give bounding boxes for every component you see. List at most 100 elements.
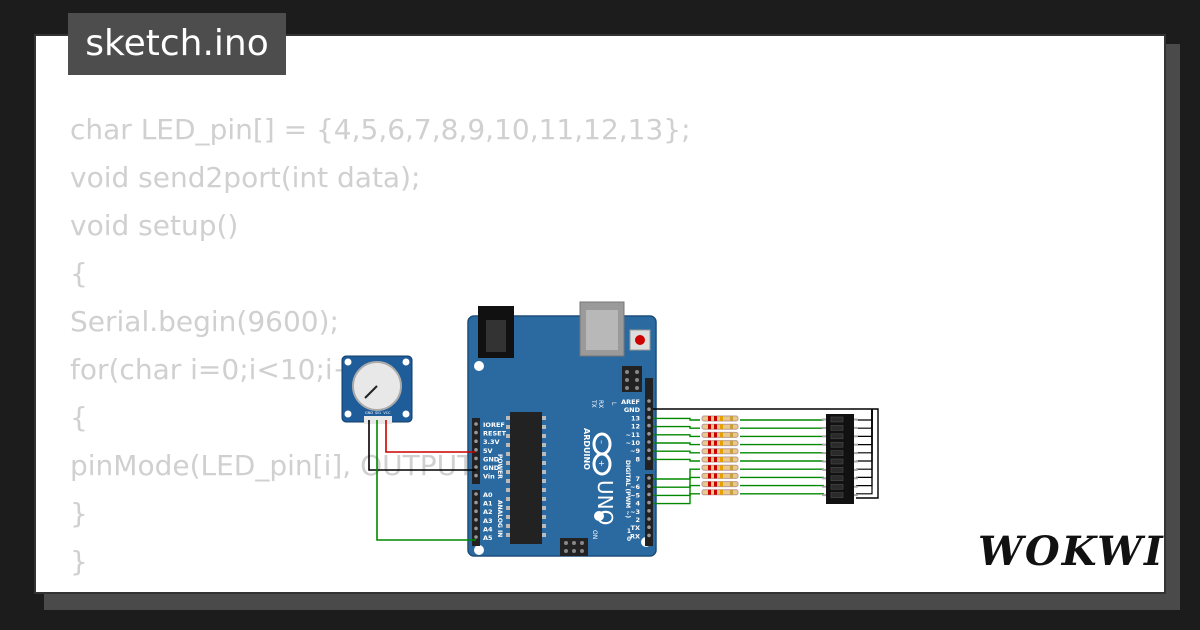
signal-wire [653,442,700,446]
pin-label: RX [630,532,640,540]
cathode-wire [856,409,873,478]
pin-label: 2 [635,516,640,524]
resistor [701,472,739,479]
on-led-label: ON [591,530,598,539]
signal-wire [653,493,700,505]
led-wires [653,408,879,505]
signal-wire [653,425,700,429]
icsp-header-2 [560,538,588,556]
pin-label: 5V [483,447,493,455]
atmega-chip [506,412,546,544]
led-segment [830,475,844,482]
resistor-array [701,415,739,496]
pin-label: Vin [483,473,495,481]
pin-label: ~10 [626,439,641,447]
pin-label: 1 [627,528,631,535]
led-segment [830,425,844,431]
file-title-tab: sketch.ino [68,13,286,75]
signal-wire [653,468,700,480]
pin-label: A5 [483,534,493,542]
pin-label: 4 [635,500,640,508]
signal-wire [653,484,700,497]
signal-wire [653,458,700,462]
pin-label: ~3 [630,508,640,516]
cathode-wire [856,409,873,446]
led-bar-graph [822,414,858,504]
resistor [701,431,739,438]
pin-label: 13 [631,414,640,422]
analog-header-label: ANALOG IN [496,500,503,537]
brand-label: ARDUINO [582,428,591,470]
led-segment [830,416,844,423]
gnd-wire [653,408,879,499]
led-segment [830,450,844,456]
potentiometer-pin-label: SIG [375,411,381,415]
pin-label: ~9 [630,447,640,455]
pin-label: ~6 [630,483,640,491]
pin-label: A1 [483,500,493,508]
code-line: Serial.begin(9600); [70,305,339,338]
signal-wire [653,434,700,438]
code-line: void setup() [70,209,239,242]
power-header-label: POWER [496,454,503,479]
signal-wire [653,476,700,488]
cathode-wire [856,409,873,470]
pin-label: A2 [483,508,493,516]
potentiometer-pin-label: VCC [383,411,391,415]
resistor [701,456,739,463]
pin-label: ~5 [630,491,640,499]
code-line: { [70,401,88,434]
pin-label: ~11 [626,431,641,439]
tx-led-label: TX [590,399,597,408]
model-label: UNO [593,480,617,525]
pin-label: GND [624,406,641,414]
potentiometer-pin-label: GND [365,411,373,415]
resistor [701,489,739,496]
pin-label: AREF [621,398,640,406]
resistor [701,415,739,422]
code-line: { [70,257,88,290]
pin-label: 8 [635,455,640,463]
rx-led-label: RX [597,400,604,408]
l-led-label: L [610,402,617,406]
code-line: } [70,497,88,530]
pin-label: IOREF [483,421,505,429]
pin-label: GND [483,455,500,463]
cathode-wire [856,409,873,437]
potentiometer-wires [368,420,476,541]
led-segment [830,492,844,498]
resistor [701,481,739,488]
pin-label: 7 [635,475,640,483]
pin-label: 3.3V [483,438,500,446]
cathode-wire [856,409,873,495]
led-segment [830,433,844,440]
wokwi-logo: WOKWI [978,528,1165,575]
resistor [701,423,739,430]
svg-text:+: + [597,460,606,467]
signal-wire [653,450,700,454]
code-line: } [70,545,88,578]
pin-label: TX [631,524,640,532]
pin-label: A0 [483,491,493,499]
signal-wire [653,417,700,421]
icsp-header [622,366,642,392]
code-line: void send2port(int data); [70,161,421,194]
pin-label: GND [483,464,500,472]
pin-label: A4 [483,525,493,533]
digital-header-label: DIGITAL (PWM ~) [624,460,631,518]
svg-text:–: – [597,440,606,444]
arduino-infinity-logo: – + [592,432,612,476]
led-segment [830,467,844,473]
resistor [701,464,739,471]
pin-label: 0 [627,536,631,543]
led-segment [830,441,844,448]
resistor [701,440,739,447]
pin-label: A3 [483,517,493,525]
